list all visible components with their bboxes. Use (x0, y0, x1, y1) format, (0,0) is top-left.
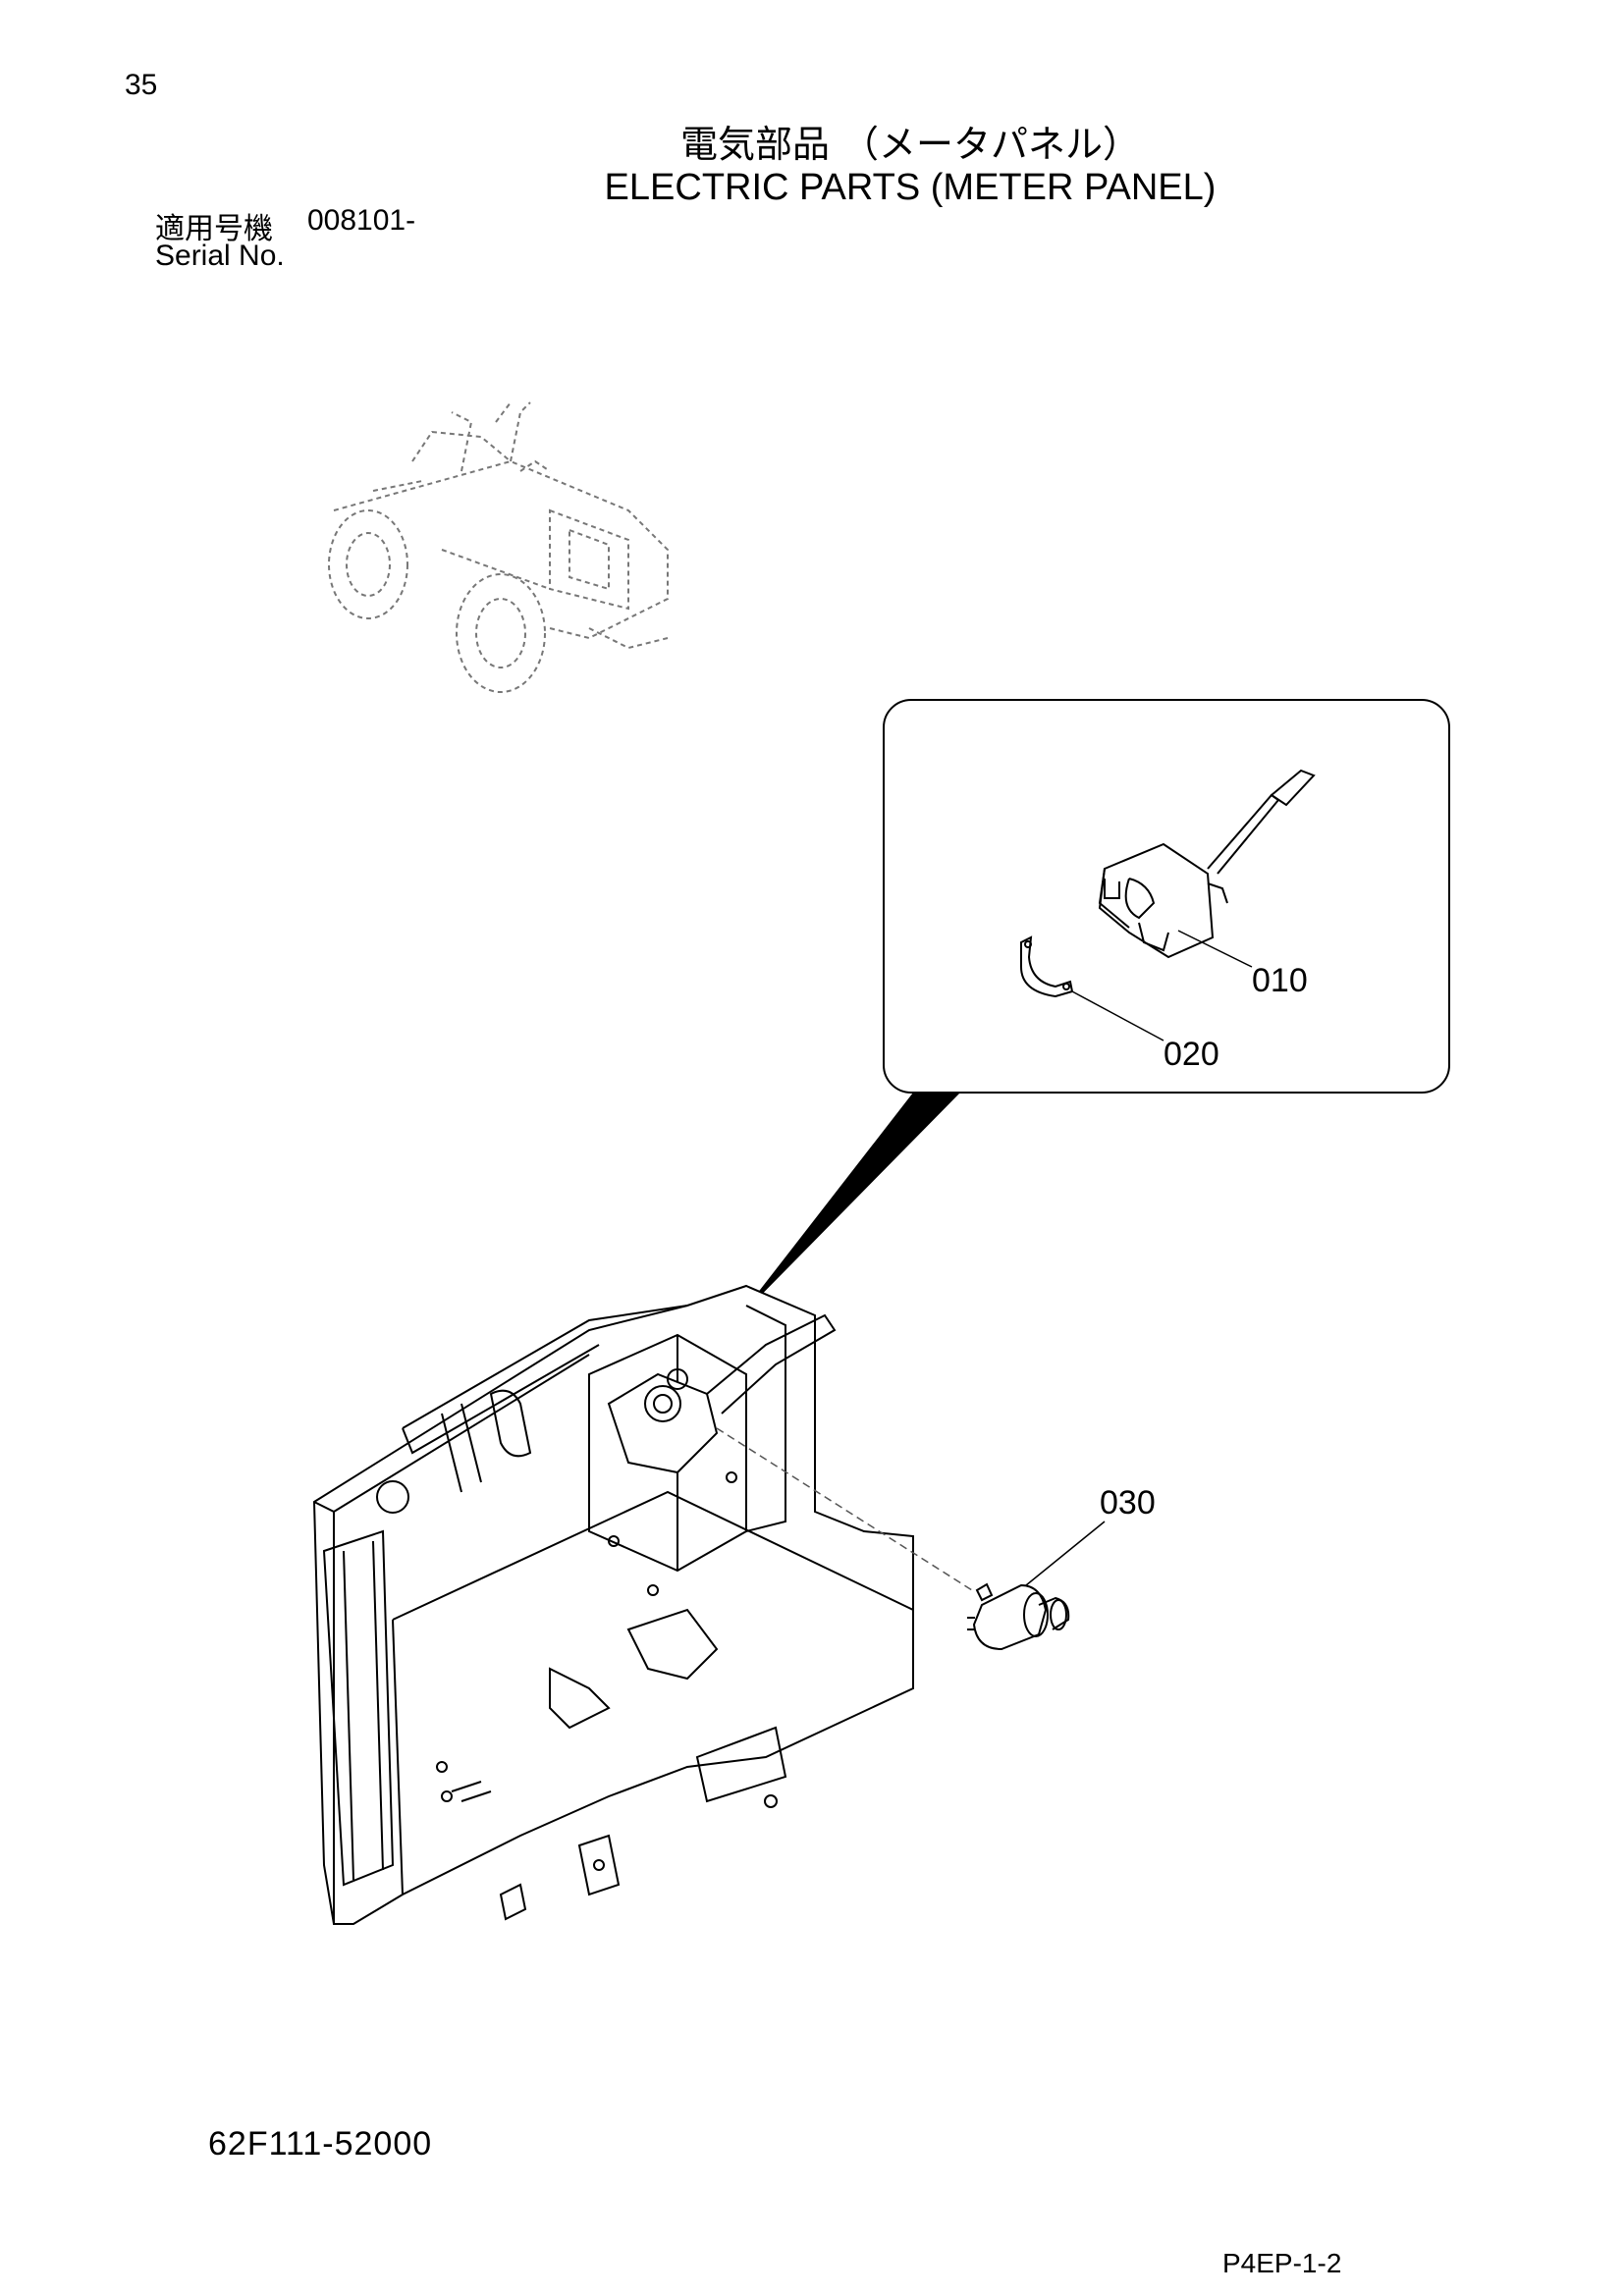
tractor-locator-illustration (328, 401, 669, 693)
callout-010: 010 (1252, 962, 1308, 999)
leader-line-020 (1071, 990, 1164, 1041)
push-switch-part-030 (967, 1582, 1070, 1651)
page-number: 35 (125, 69, 158, 101)
dashboard-frame-assembly (312, 1284, 914, 1925)
leader-line-030 (1025, 1521, 1106, 1586)
serial-number-label: Serial No. (155, 240, 285, 272)
page-title-english: ELECTRIC PARTS (METER PANEL) (604, 167, 1217, 208)
clamp-part-020 (1020, 935, 1074, 998)
detail-inset-box (883, 699, 1450, 1094)
page-code: P4EP-1-2 (1222, 2248, 1342, 2278)
serial-range: 008101- (307, 204, 416, 237)
callout-020: 020 (1164, 1036, 1219, 1073)
combination-switch-part-010 (1098, 769, 1316, 959)
drawing-number: 62F111-52000 (208, 2125, 433, 2163)
inset-pointer-wedge (736, 1093, 960, 1320)
page-title-japanese: 電気部品 （メータパネル） (679, 123, 1141, 166)
applicable-machine-label: 適用号機 (155, 212, 273, 246)
callout-030: 030 (1100, 1484, 1156, 1522)
leader-line-010 (1177, 930, 1253, 968)
